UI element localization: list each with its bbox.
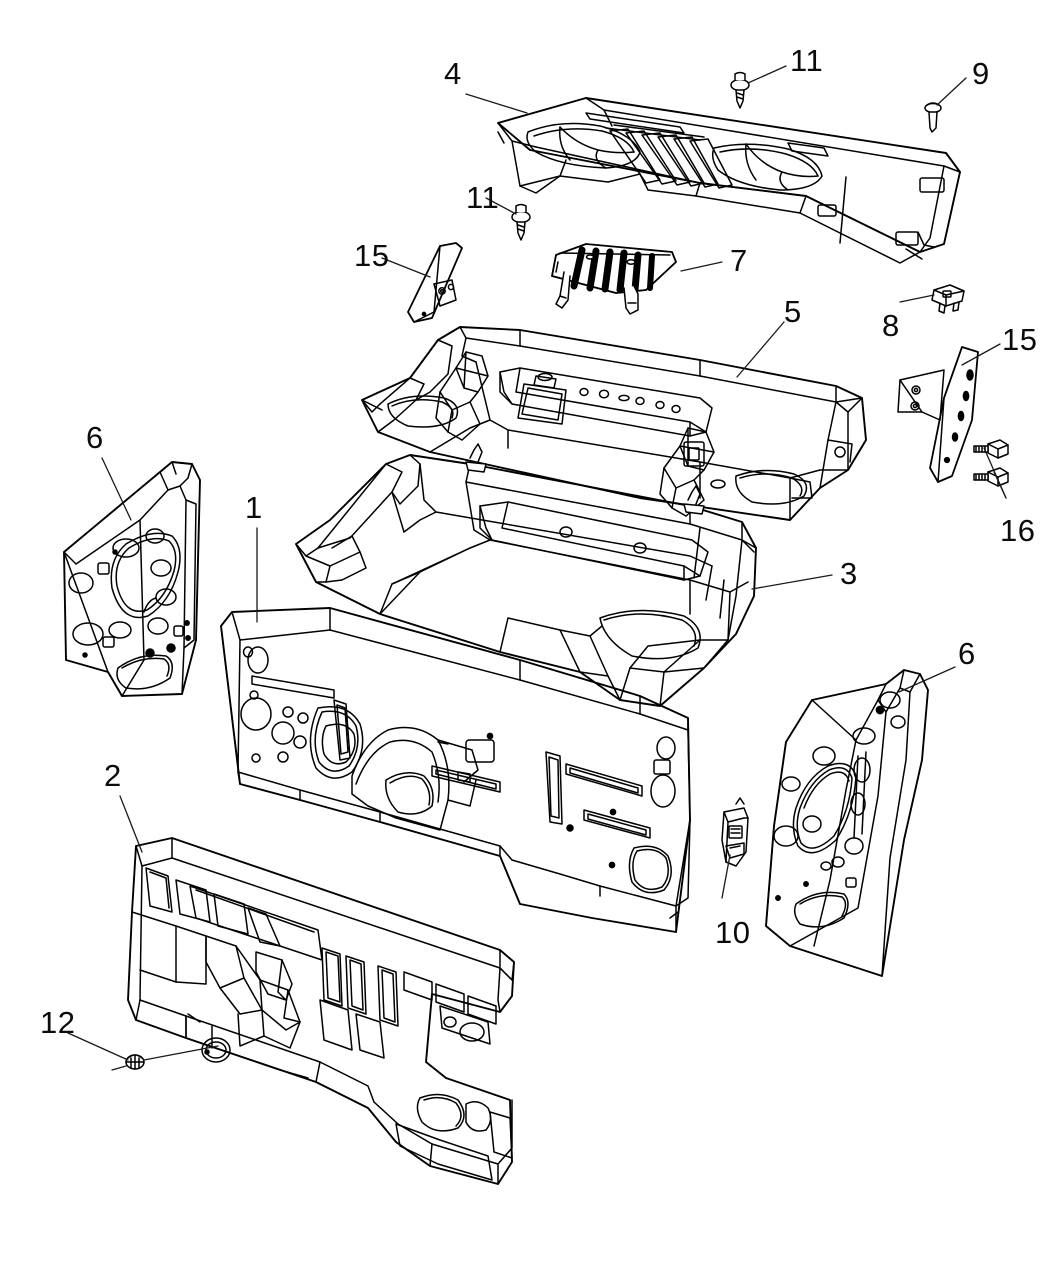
callout-label-2: 2: [104, 758, 122, 793]
callout-label-15-right: 15: [1002, 322, 1038, 357]
callout-label-12: 12: [40, 1005, 76, 1040]
part-1-dash-panel: [220, 607, 691, 933]
part-8-clip-nut: [931, 284, 965, 314]
callout-label-1: 1: [245, 490, 263, 525]
callout-label-5: 5: [784, 294, 802, 329]
part-6-bracket-left: [63, 461, 201, 697]
callout-label-3: 3: [840, 556, 858, 591]
part-4-cowl-top-cover: [497, 97, 961, 264]
callout-label-8: 8: [882, 308, 900, 343]
part-15-bracket-left: [407, 242, 463, 323]
part-6-bracket-right: [765, 669, 929, 977]
part-5-cowl-plenum-panel: [361, 326, 867, 521]
callout-label-9: 9: [972, 56, 990, 91]
callout-label-6-right: 6: [958, 636, 976, 671]
part-3-plenum-lower-panel: [295, 443, 757, 707]
part-11-screw-upper: [730, 71, 750, 109]
part-2-insulator-pad: [127, 837, 515, 1185]
callout-label-16: 16: [1000, 513, 1036, 548]
part-12-push-pin: [125, 1054, 145, 1070]
callout-label-11-upper: 11: [790, 43, 824, 78]
part-10-retainer-clip: [721, 797, 749, 867]
leader-lines: [67, 65, 1007, 1071]
callout-label-10: 10: [715, 915, 751, 950]
callout-label-4: 4: [444, 56, 462, 91]
callout-label-15-left: 15: [354, 238, 390, 273]
callout-label-11-lower: 11: [466, 180, 500, 215]
callout-label-6-left: 6: [86, 420, 104, 455]
part-15-bracket-right: [897, 346, 979, 483]
part-7-grille-vent: [551, 243, 677, 315]
callout-label-7: 7: [730, 243, 748, 278]
part-16-bolts: [973, 439, 1009, 487]
